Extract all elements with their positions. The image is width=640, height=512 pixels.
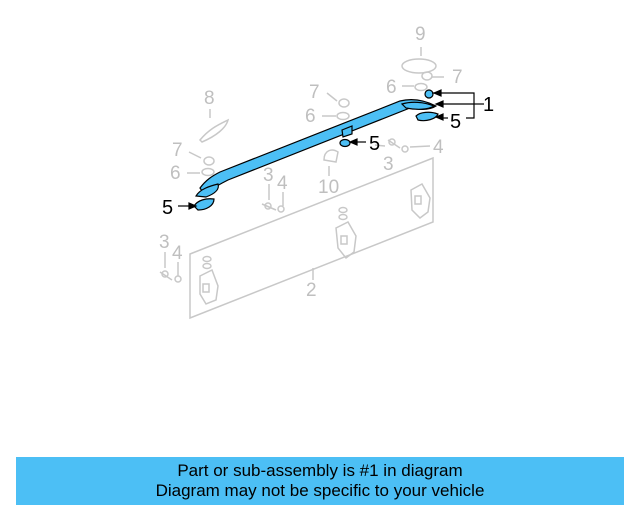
- callout-4-center: 4: [277, 173, 288, 194]
- part-8-cover: [198, 109, 230, 143]
- callout-6-mid: 6: [305, 106, 316, 127]
- part-10-bracket: [323, 149, 339, 176]
- callout-labels: 1 5 5 5 9 7 6 7 6 8 7 6 4 3 10 3 4 3 4 2: [159, 24, 494, 301]
- panel-bracket-middle: [335, 206, 357, 260]
- callout-4-left: 4: [172, 243, 183, 264]
- panel-bracket-left: [199, 255, 219, 305]
- roof-rail-rear-foot: [400, 101, 436, 110]
- roof-rail-assembly: [193, 89, 439, 211]
- part-9-cap: [401, 47, 437, 74]
- callout-10: 10: [318, 177, 339, 198]
- rear-panel: [189, 156, 434, 320]
- ghost-parts: [159, 47, 444, 320]
- end-pad-left: [193, 198, 215, 211]
- callout-4-right: 4: [433, 137, 444, 158]
- part-6-washer-middle: [322, 111, 350, 121]
- callout-6-left: 6: [170, 163, 181, 184]
- banner-line-2: Diagram may not be specific to your vehi…: [155, 481, 485, 500]
- callout-8: 8: [204, 88, 215, 109]
- leader-1: [432, 92, 475, 119]
- callout-9: 9: [415, 24, 426, 45]
- callout-2: 2: [306, 280, 317, 301]
- callout-3-right: 3: [383, 154, 394, 175]
- callout-6-right: 6: [386, 77, 397, 98]
- roof-rail-bar: [199, 99, 438, 195]
- part-3-4-right: [374, 138, 431, 153]
- end-pad-right: [415, 111, 439, 122]
- banner-line-1: Part or sub-assembly is #1 in diagram: [177, 461, 463, 480]
- rail-clip: [424, 89, 434, 99]
- callout-7-right: 7: [452, 67, 463, 88]
- callout-3-left: 3: [159, 232, 170, 253]
- roof-rail-front-foot: [195, 183, 219, 198]
- callout-leaders: [178, 89, 484, 210]
- callout-5-left: 5: [162, 197, 173, 219]
- panel-bracket-right: [410, 182, 431, 219]
- end-pad-middle: [339, 138, 351, 148]
- part-7-nut-left: [188, 151, 215, 166]
- info-banner: Part or sub-assembly is #1 in diagram Di…: [16, 457, 624, 505]
- roof-rail-mid-boss: [341, 125, 353, 138]
- part-6-washer-left: [187, 167, 215, 177]
- callout-5-right: 5: [450, 111, 461, 133]
- part-7-nut-upper-right: [421, 71, 444, 81]
- part-6-washer-upper-right: [402, 82, 428, 92]
- callout-5-mid: 5: [369, 133, 380, 155]
- callout-3-center: 3: [263, 165, 274, 186]
- part-7-nut-middle: [326, 92, 350, 108]
- callout-7-left: 7: [172, 140, 183, 161]
- callout-1: 1: [483, 94, 494, 116]
- part-3-4-left: [159, 252, 182, 283]
- parts-diagram: 1 5 5 5 9 7 6 7 6 8 7 6 4 3 10 3 4 3 4 2: [159, 24, 494, 320]
- part-3-4-center: [261, 184, 285, 213]
- callout-7-mid: 7: [309, 82, 320, 103]
